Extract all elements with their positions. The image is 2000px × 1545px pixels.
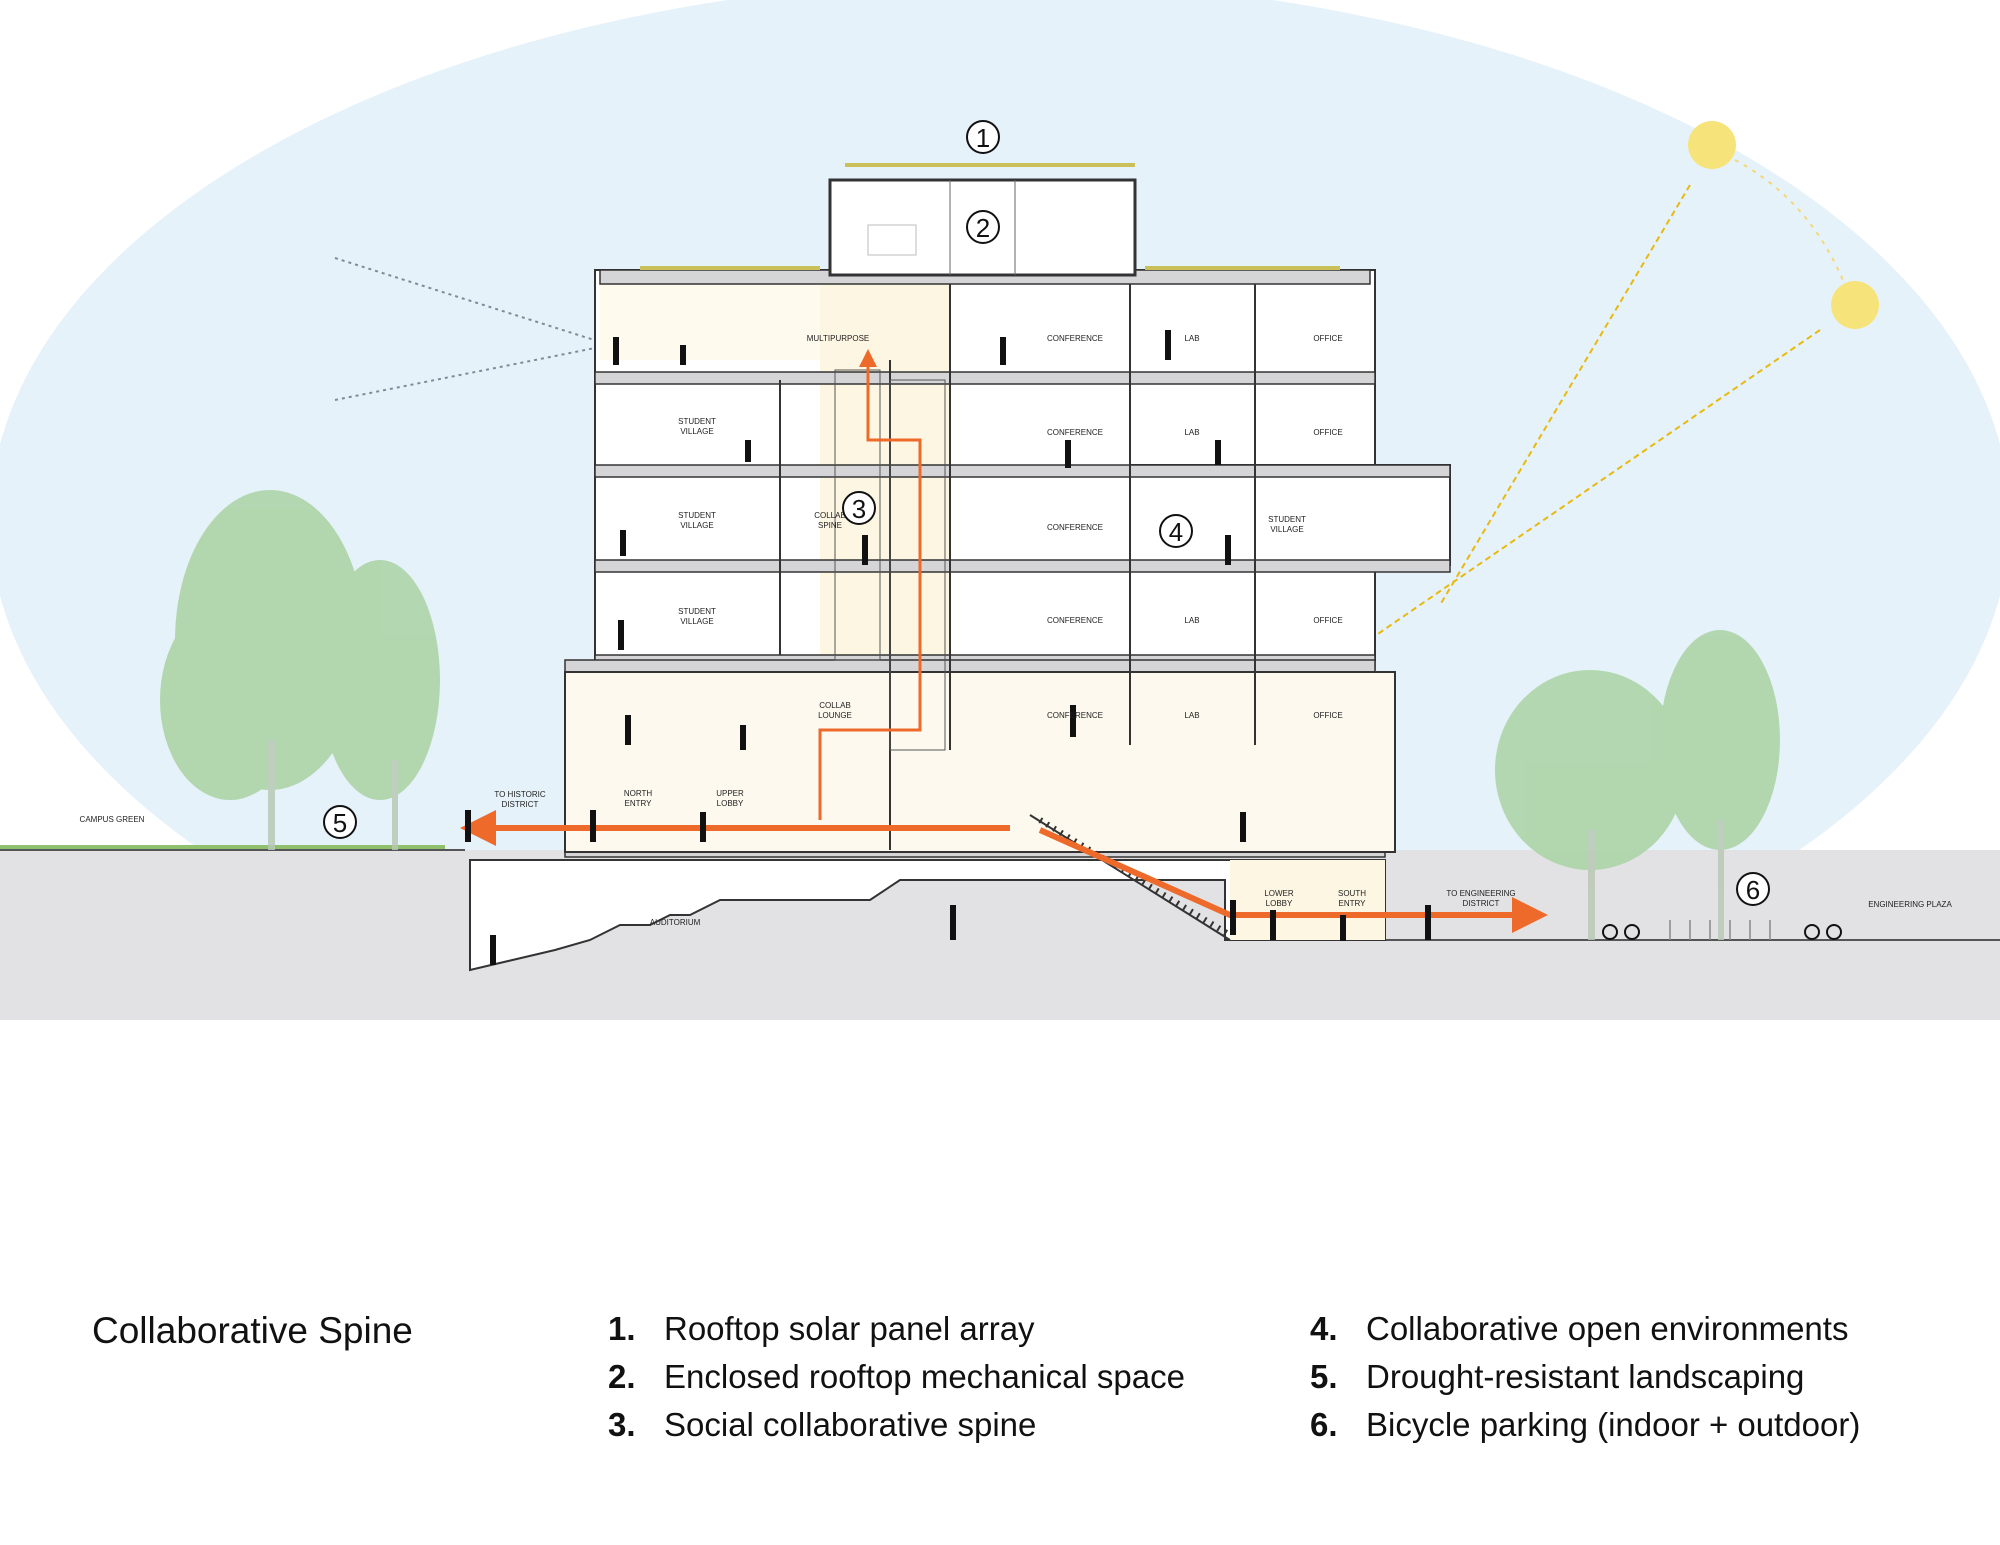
room-label: CONFERENCE bbox=[1047, 334, 1103, 343]
room-label: COLLAB bbox=[814, 511, 846, 520]
room-label: CONFERENCE bbox=[1047, 523, 1103, 532]
room-label: ENTRY bbox=[1339, 899, 1367, 908]
room-label: CONFERENCE bbox=[1047, 616, 1103, 625]
room-label: LAB bbox=[1184, 711, 1199, 720]
site-label: ENGINEERING PLAZA bbox=[1868, 900, 1952, 909]
bike-rack bbox=[1669, 920, 1771, 940]
site-label: TO HISTORIC bbox=[494, 790, 545, 799]
room-label: VILLAGE bbox=[1270, 525, 1303, 534]
room-label: SPINE bbox=[818, 521, 842, 530]
svg-text:4: 4 bbox=[1169, 517, 1183, 547]
legend: Collaborative Spine 1.Rooftop solar pane… bbox=[92, 1310, 1861, 1443]
lower-lobby-zone bbox=[1230, 860, 1385, 940]
room-label: LAB bbox=[1184, 428, 1199, 437]
spine-stairs bbox=[834, 369, 946, 751]
room-label: LAB bbox=[1184, 334, 1199, 343]
solar-panels bbox=[640, 163, 1340, 270]
spine-glow bbox=[600, 280, 950, 360]
room-label: STUDENT bbox=[1268, 515, 1306, 524]
trees-right bbox=[1495, 630, 1780, 940]
room-label: STUDENT bbox=[678, 417, 716, 426]
bicycle-icon bbox=[1602, 924, 1842, 940]
svg-text:6: 6 bbox=[1746, 875, 1760, 905]
room-label: LOBBY bbox=[717, 799, 744, 808]
trees-left bbox=[160, 490, 440, 850]
room-label: OFFICE bbox=[1313, 711, 1342, 720]
site-label: TO ENGINEERING bbox=[1446, 889, 1515, 898]
room-label: CONFERENCE bbox=[1047, 428, 1103, 437]
room-label: COLLAB bbox=[819, 701, 851, 710]
svg-text:5: 5 bbox=[333, 808, 347, 838]
room-label: OFFICE bbox=[1313, 616, 1342, 625]
room-label: MULTIPURPOSE bbox=[807, 334, 870, 343]
site-label: DISTRICT bbox=[502, 800, 539, 809]
people-silhouettes bbox=[465, 330, 1431, 965]
room-label: STUDENT bbox=[678, 511, 716, 520]
room-label: OFFICE bbox=[1313, 428, 1342, 437]
svg-text:3: 3 bbox=[852, 494, 866, 524]
cantilever-collab bbox=[1129, 464, 1451, 566]
sun-icon bbox=[1831, 281, 1879, 329]
room-label: LOBBY bbox=[1266, 899, 1293, 908]
room-label: STUDENT bbox=[678, 607, 716, 616]
ground-left-raised bbox=[0, 850, 445, 1020]
callout-3: 3 bbox=[842, 491, 876, 525]
view-lines bbox=[334, 257, 611, 401]
svg-text:2: 2 bbox=[976, 213, 990, 243]
room-label: ENTRY bbox=[625, 799, 653, 808]
room-label: LOUNGE bbox=[818, 711, 852, 720]
room-label: LAB bbox=[1184, 616, 1199, 625]
grand-stair bbox=[1029, 814, 1231, 941]
room-label: SOUTH bbox=[1338, 889, 1366, 898]
callout-6: 6 bbox=[1736, 872, 1770, 906]
callout-5: 5 bbox=[323, 805, 357, 839]
room-label: UPPER bbox=[716, 789, 744, 798]
building bbox=[469, 163, 1451, 972]
callout-2: 2 bbox=[966, 210, 1000, 244]
svg-text:1: 1 bbox=[976, 123, 990, 153]
room-label: VILLAGE bbox=[680, 521, 713, 530]
callout-1: 1 bbox=[966, 120, 1000, 154]
site-label: CAMPUS GREEN bbox=[80, 815, 145, 824]
sun-icon bbox=[1688, 121, 1736, 169]
room-label: OFFICE bbox=[1313, 334, 1342, 343]
room-label: LOWER bbox=[1264, 889, 1294, 898]
site-label: DISTRICT bbox=[1463, 899, 1500, 908]
room-label: AUDITORIUM bbox=[650, 918, 701, 927]
room-label: VILLAGE bbox=[680, 427, 713, 436]
room-label: CONFERENCE bbox=[1047, 711, 1103, 720]
room-label: NORTH bbox=[624, 789, 653, 798]
callout-4: 4 bbox=[1159, 514, 1193, 548]
room-label: VILLAGE bbox=[680, 617, 713, 626]
rooftop-mechanical bbox=[828, 178, 1137, 277]
building-section-diagram: MULTIPURPOSE CONFERENCE LAB OFFICE STUDE… bbox=[0, 0, 2000, 1020]
legend-title: Collaborative Spine bbox=[92, 1310, 413, 1351]
